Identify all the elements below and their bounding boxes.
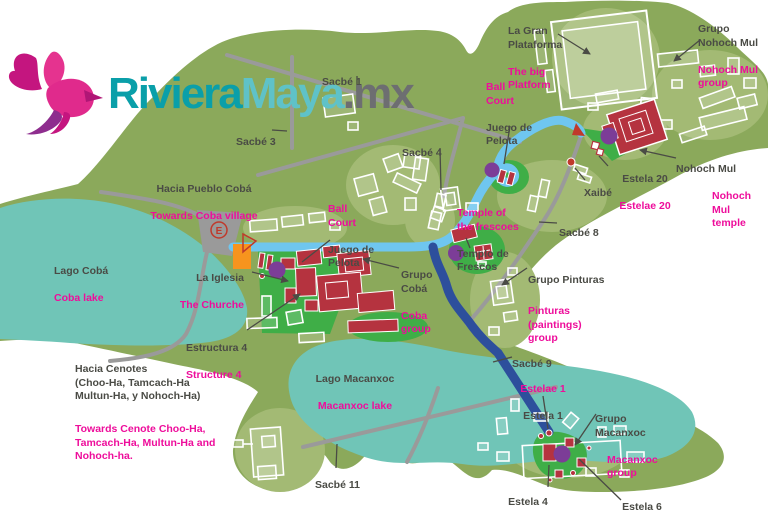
- label-templo-frescos: Temple of the frescoes Templo de Frescos: [457, 207, 519, 274]
- logo-tld: .mx: [342, 69, 415, 118]
- label-sacbe-4: Sacbé 4: [402, 147, 442, 160]
- logo-riviera: Riviera: [108, 69, 243, 118]
- logo-wordmark: RivieraMaya.mx: [108, 69, 415, 119]
- xaibe-marker: [566, 157, 576, 167]
- logo-maya: Maya: [240, 69, 345, 118]
- flag-marker-icon: [242, 232, 258, 254]
- entrance-building: [233, 244, 251, 269]
- label-ball-court-north: Ball Court Juego de Pelota: [486, 81, 533, 148]
- label-hacia-cenotes: Hacia Cenotes (Choo-Ha, Tamcach-Ha Multu…: [75, 363, 216, 463]
- label-sacbe-1: Sacbé 1: [322, 76, 362, 89]
- parking-entrance-icon: E: [210, 221, 228, 239]
- label-sacbe-11: Sacbé 11: [315, 479, 360, 492]
- ruin-structures: [232, 9, 759, 481]
- label-grupo-coba: Grupo Cobá Coba group: [401, 269, 433, 336]
- hummingbird-icon: [8, 51, 103, 135]
- label-lago-macanxoc: Lago Macanxoc Macanxoc lake: [315, 373, 395, 413]
- label-estructura-4: Estructura 4 Structure 4: [186, 342, 248, 382]
- label-sacbe-9: Sacbé 9: [512, 358, 552, 371]
- label-sacbe-3: Sacbé 3: [236, 136, 276, 149]
- label-gran-plataforma: La Gran Plataforma The big Platform: [508, 25, 563, 92]
- label-sacbe-8: Sacbé 8: [559, 227, 599, 240]
- poi-marker-ballcourt: [484, 162, 500, 178]
- label-estela-6: Estela 6 Estelae 6: [622, 501, 662, 513]
- site-logo[interactable]: RivieraMaya.mx: [6, 48, 415, 140]
- label-grupo-pinturas: Grupo Pinturas Pinturas (paintings) grou…: [528, 274, 605, 345]
- label-grupo-macanxoc: Grupo Macanxoc Macanxoc group: [595, 413, 658, 480]
- poi-marker-frescoes: [448, 245, 464, 261]
- label-grupo-nohoch-mul: Grupo Nohoch Mul Nohoch Mul group: [698, 23, 759, 90]
- pointer-lines: [246, 33, 701, 501]
- poi-markers-purple: [268, 127, 618, 463]
- poi-marker-macanxoc: [553, 445, 571, 463]
- label-lago-coba: Lago Cobá Coba lake: [54, 265, 109, 305]
- label-estela-4: Estela 4 Estelae 4: [508, 496, 548, 509]
- poi-marker-iglesia: [268, 261, 286, 279]
- estela-20-marker: [590, 140, 605, 157]
- label-hacia-pueblo: Hacia Pueblo Cobá Towards Coba village: [150, 183, 258, 223]
- label-ball-court-center: Ball Court Juego de Pelota: [328, 203, 375, 270]
- label-xaibe: Xaibé: [584, 187, 613, 200]
- label-nohoch-mul: Nohoch Mul Nohoch Mul temple: [676, 163, 752, 230]
- label-estela-1: Estelae 1 Estela 1: [520, 383, 566, 423]
- label-estela-20: Estela 20 Estelae 20: [619, 173, 671, 213]
- walking-path-sacbe9: [428, 242, 554, 437]
- lake-coba: [0, 198, 248, 346]
- entrance-letter: E: [216, 226, 223, 237]
- label-la-iglesia: La Iglesia The Churche: [179, 272, 244, 312]
- trail-end-triangle: [572, 123, 585, 136]
- poi-marker-nohoch: [600, 127, 618, 145]
- red-buildings: [257, 98, 669, 483]
